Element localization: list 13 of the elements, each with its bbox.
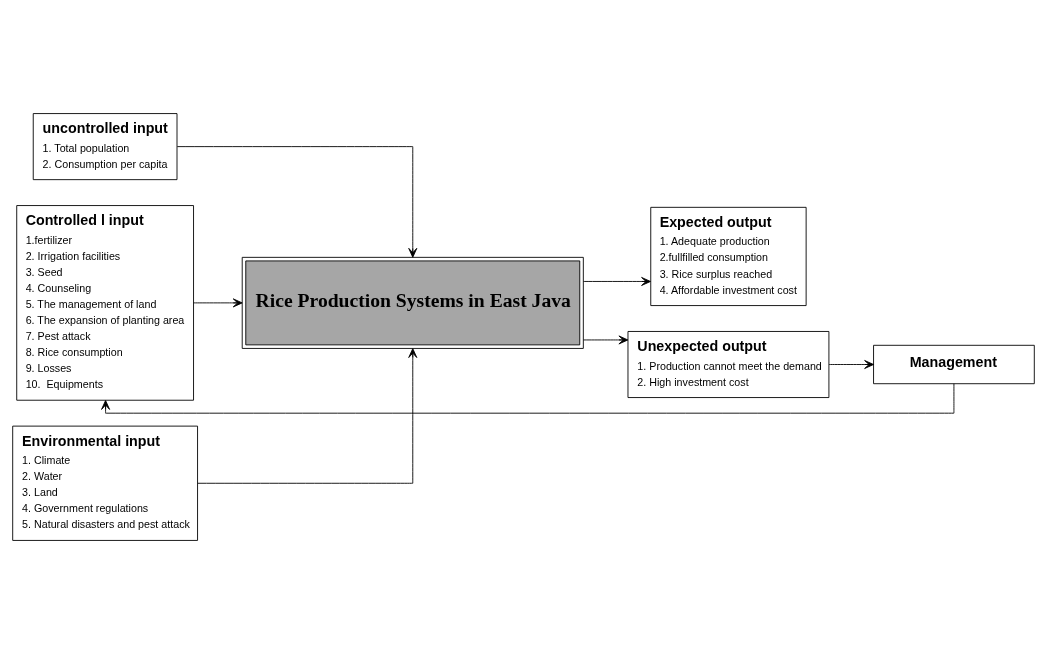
node-box: Unexpected output 1. Production cannot meet the demand 2. High investment cost bbox=[627, 330, 830, 398]
node-box: Environmental input 1. Climate 2. Water 3. Land 4. Government regulations 5. Natural disasters and pest attack bbox=[12, 425, 198, 541]
arrow bbox=[828, 359, 874, 369]
arrow bbox=[583, 335, 629, 344]
arrow bbox=[197, 347, 418, 484]
node-box: uncontrolled input 1. Total population 2. Consumption per capita bbox=[32, 112, 178, 180]
arrow bbox=[583, 276, 651, 286]
arrow bbox=[193, 297, 243, 307]
node-box: Management bbox=[873, 344, 1035, 384]
arrow bbox=[176, 145, 418, 258]
node-box: Expected output 1. Adequate production 2.fullfilled consumption 3. Rice surplus reached 4. Affordable investment cost bbox=[650, 206, 807, 306]
arrow bbox=[101, 382, 955, 414]
node-box: Controlled l input 1.fertilizer 2. Irrigation facilities 3. Seed 4. Counseling 5. The management of land 6. The expansion of planting area 7. Pest attack 8. Rice consumption 9. Losses 10. Equipments bbox=[16, 204, 194, 401]
